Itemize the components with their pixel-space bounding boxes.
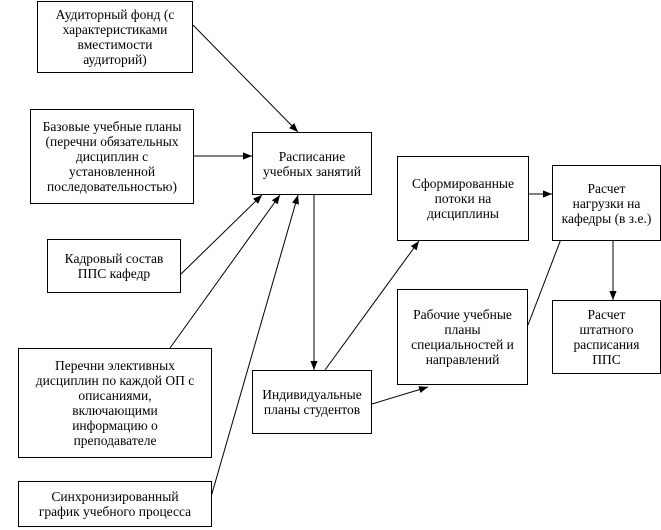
node-staff: Кадровый состав ППС кафедр	[47, 239, 181, 293]
node-timetable: Расписание учебных занятий	[252, 132, 372, 195]
node-auditorium-fund: Аудиторный фонд (с характеристиками вмес…	[37, 1, 193, 73]
node-base-curricula: Базовые учебные планы (перечни обязатель…	[30, 109, 194, 204]
arrow-individual-plans-to-working-curricula	[371, 386, 429, 405]
node-working-curricula: Рабочие учебные планы специальностей и н…	[397, 289, 528, 385]
arrow-individual-plans-to-streams	[324, 240, 420, 371]
node-electives: Перечни элективных дисциплин по каждой О…	[18, 348, 212, 458]
arrow-auditorium-to-timetable	[192, 24, 299, 133]
node-individual-plans: Индивидуальные планы студентов	[252, 370, 372, 434]
node-sync-schedule: Синхронизированный график учебного проце…	[18, 481, 212, 527]
node-workload: Расчет нагрузки на кафедры (в з.е.)	[552, 165, 661, 241]
arrow-electives-to-timetable	[169, 194, 281, 349]
node-staffing: Расчет штатного расписания ППС	[552, 300, 661, 374]
arrow-working-curricula-to-workload	[527, 225, 567, 326]
node-streams: Сформированные потоки на дисциплины	[397, 156, 529, 241]
arrow-sync-schedule-to-timetable	[210, 194, 299, 498]
arrow-staff-to-timetable	[180, 194, 263, 275]
